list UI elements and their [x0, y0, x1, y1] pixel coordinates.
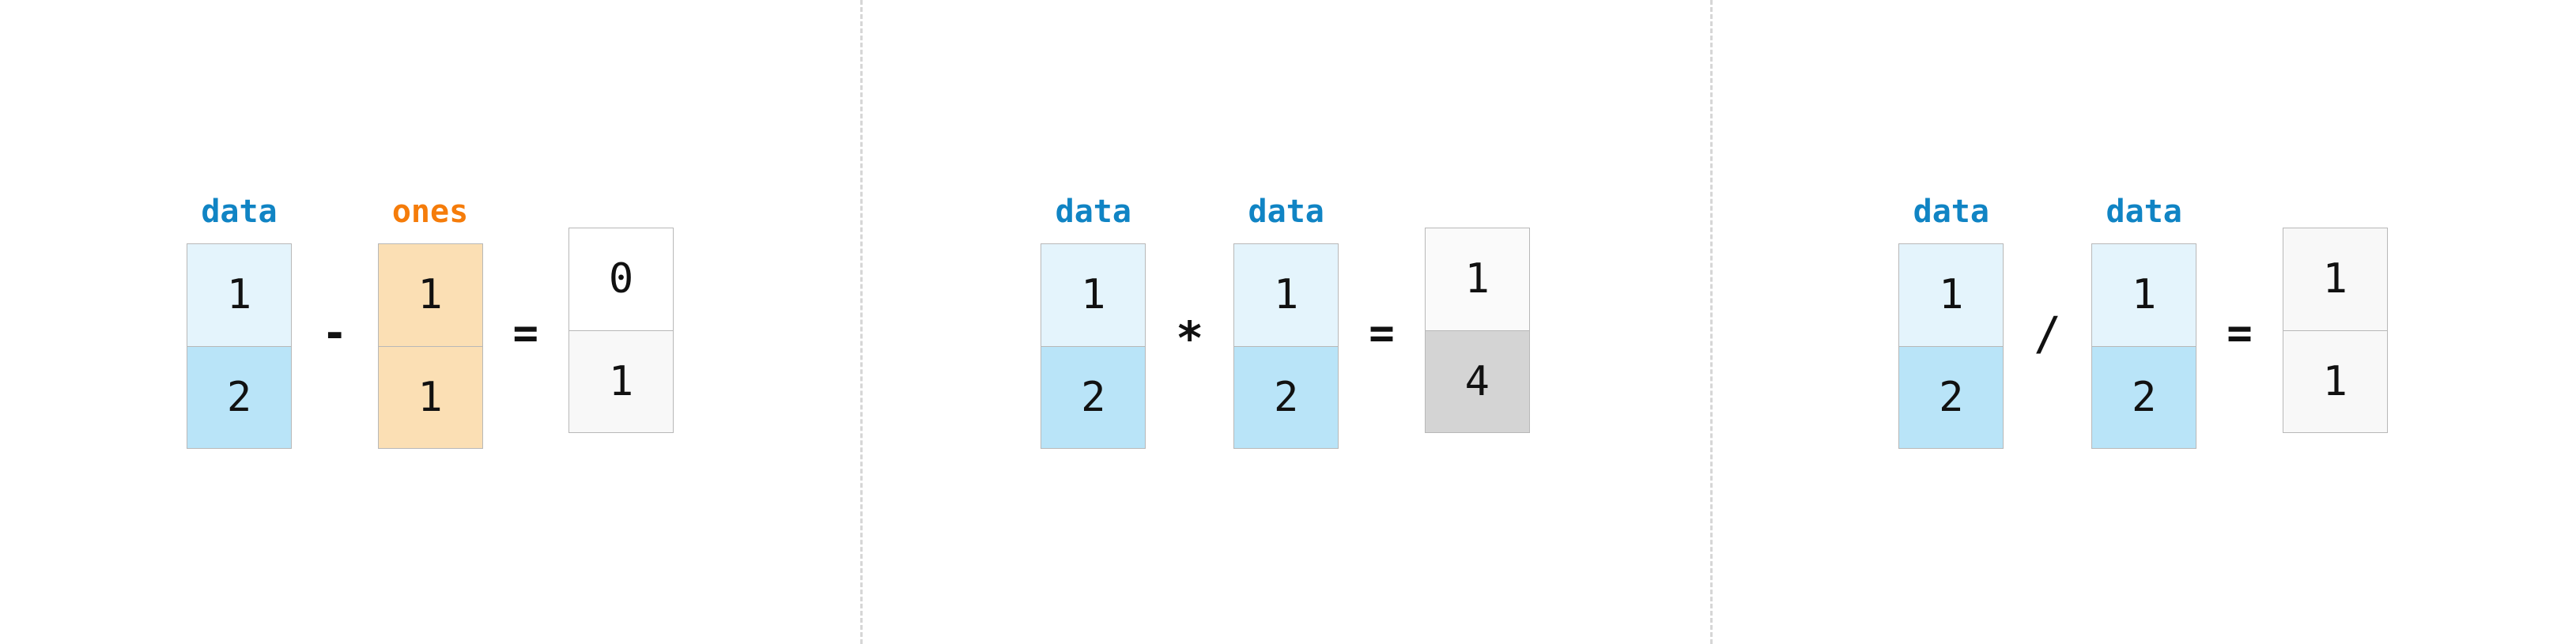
- array-cell: 1: [1425, 228, 1529, 330]
- array-label-data: data: [201, 193, 278, 230]
- array-cell: 2: [1041, 345, 1146, 448]
- array-label-data-left: data: [1055, 193, 1131, 230]
- array-cell: 1: [1041, 243, 1146, 346]
- array-cell: 2: [187, 345, 291, 448]
- array-cell: 1: [2283, 228, 2387, 330]
- array-cell: 2: [1899, 345, 2004, 448]
- operator-minus: -: [321, 307, 348, 358]
- array-cell: 1: [2283, 330, 2387, 432]
- array-label-data-right: data: [2106, 193, 2182, 230]
- array-cell: 1: [187, 243, 291, 346]
- operator-equals: =: [1369, 307, 1395, 358]
- array-label-data-left: data: [1913, 193, 1989, 230]
- array-cell: 4: [1425, 330, 1529, 432]
- array-label-data-right: data: [1248, 193, 1324, 230]
- separator-2: [1710, 0, 1713, 644]
- operator-slash: /: [2034, 306, 2062, 360]
- array-cell: 1: [569, 330, 674, 432]
- array-cell: 1: [2092, 243, 2196, 346]
- array-cell: 2: [1234, 345, 1339, 448]
- array-cell: 1: [1899, 243, 2004, 346]
- array-cell: 1: [378, 243, 482, 346]
- array-cell: 0: [569, 228, 674, 330]
- operator-asterisk: *: [1176, 311, 1204, 365]
- array-cell: 1: [1234, 243, 1339, 346]
- operator-equals: =: [2227, 307, 2253, 358]
- array-cell: 1: [378, 345, 482, 448]
- separator-1: [860, 0, 863, 644]
- operator-equals: =: [512, 307, 539, 358]
- array-label-ones: ones: [391, 193, 469, 230]
- array-cell: 2: [2092, 345, 2196, 448]
